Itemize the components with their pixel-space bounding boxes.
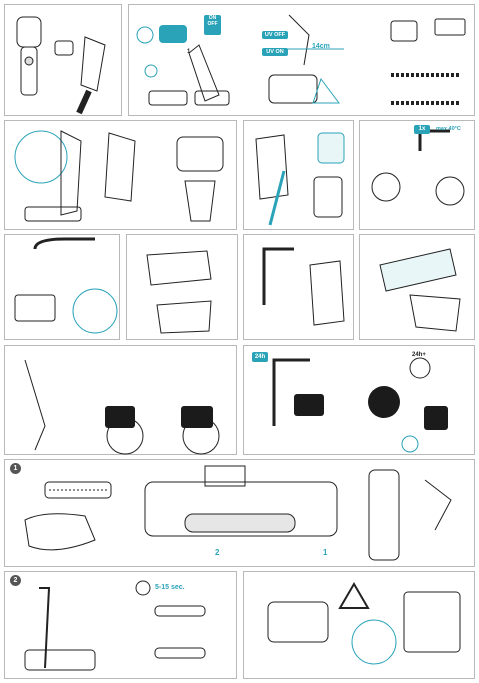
filter-remove-illustration bbox=[255, 132, 345, 226]
step-2-marker: 2 bbox=[215, 548, 220, 557]
duration-label: 5-15 sec. bbox=[155, 584, 185, 591]
panel-refit-dustbin bbox=[359, 234, 475, 340]
brush-roll-removal-illustration bbox=[24, 465, 452, 561]
refit-dustbin-illustration bbox=[379, 248, 461, 332]
panel-rinse-dustbin bbox=[243, 234, 354, 340]
uv-off-label: UV OFF bbox=[262, 31, 288, 39]
uv-setup-illustration bbox=[136, 14, 466, 106]
panel-assembly bbox=[4, 4, 122, 116]
distance-label: 14cm bbox=[312, 43, 330, 50]
panel-wash-filter: 1x max 40°C bbox=[359, 120, 475, 230]
timer-1x-badge: 1x bbox=[414, 125, 430, 134]
wash-filter-illustration bbox=[371, 129, 465, 206]
max-temp-label: max 40°C bbox=[436, 126, 461, 132]
time-24h-label: 24h+ bbox=[412, 352, 426, 358]
safety-illustration bbox=[267, 582, 461, 665]
rinse-container-illustration bbox=[14, 237, 118, 334]
vacuum-assembly-illustration bbox=[16, 16, 106, 115]
rinse-dustbin-illustration bbox=[262, 247, 345, 326]
panel-section-1: 1 2 1 bbox=[4, 459, 475, 567]
panel-filter-wash: 24h 24h+ bbox=[243, 345, 475, 455]
panel-dustbin-clean bbox=[126, 234, 238, 340]
filter-wash-illustration bbox=[272, 357, 448, 453]
section-2-badge: 2 bbox=[10, 575, 21, 586]
step-1-label: 1 bbox=[187, 49, 191, 55]
panel-uv-setup: ON OFF UV OFF UV ON 14cm 1 bbox=[128, 4, 475, 116]
badge-24h: 24h bbox=[252, 352, 268, 362]
filter-unit-illustration bbox=[24, 359, 220, 455]
panel-filter-remove bbox=[243, 120, 354, 230]
panel-filter-unit bbox=[4, 345, 237, 455]
dustbin-clean-illustration bbox=[146, 250, 212, 334]
panel-safety bbox=[243, 571, 475, 679]
panel-rinse-container bbox=[4, 234, 120, 340]
panel-dustbin-empty bbox=[4, 120, 237, 230]
step-1-marker: 1 bbox=[323, 548, 328, 557]
dustbin-empty-illustration bbox=[14, 130, 224, 222]
panel-section-2: 2 5-15 sec. bbox=[4, 571, 237, 679]
on-off-label: ON OFF bbox=[204, 15, 221, 35]
section-1-badge: 1 bbox=[10, 463, 21, 474]
quick-clean-illustration bbox=[24, 580, 206, 671]
uv-on-label: UV ON bbox=[262, 48, 288, 56]
